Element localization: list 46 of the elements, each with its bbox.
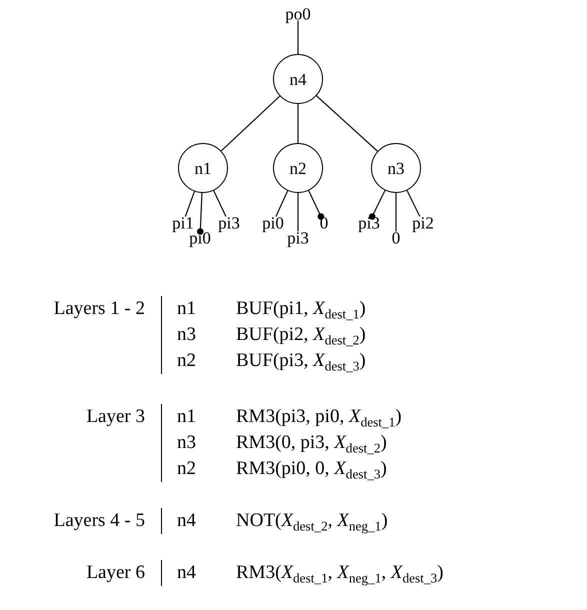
- layer-label: Layer 6: [86, 561, 145, 585]
- connector-line: [275, 190, 288, 217]
- node-name: n4: [176, 509, 197, 533]
- inverted-connector-line: [196, 192, 204, 235]
- connector-line: [406, 190, 420, 217]
- function-expression: BUF(pi3, X$_{dest_3}$): [236, 350, 366, 371]
- gate-node-circle: n4: [273, 54, 323, 104]
- inverted-connector-line: [368, 190, 386, 220]
- inverted-connector-line: [308, 190, 324, 220]
- function-expression: RM3(X$_{dest_1}$, X$_{neg_1}$, X$_{dest_3}$): [236, 562, 444, 583]
- node-name: n3: [176, 431, 197, 455]
- node-name: n1: [176, 405, 197, 429]
- signal-label: pi3: [287, 230, 309, 246]
- layer-label: Layer 3: [86, 405, 145, 429]
- signal-label: 0: [392, 230, 400, 246]
- node-name: n4: [176, 561, 197, 585]
- function-expression: BUF(pi2, X$_{dest_2}$): [236, 324, 366, 345]
- node-name: n2: [176, 457, 197, 481]
- connector-line: [297, 104, 299, 143]
- node-name: n2: [176, 349, 197, 373]
- connector-line: [297, 20, 299, 54]
- connector-line: [213, 190, 226, 217]
- connector-line: [184, 191, 195, 217]
- function-expression: RM3(pi3, pi0, X$_{dest_1}$): [236, 406, 402, 427]
- signal-label: pi3: [218, 214, 240, 232]
- connector-line: [297, 193, 299, 232]
- signal-label: pi2: [412, 214, 434, 232]
- gate-node-circle: n1: [178, 143, 228, 193]
- node-name: n3: [176, 323, 197, 347]
- signal-label: pi3: [358, 214, 380, 232]
- gate-node-circle: n2: [273, 143, 323, 193]
- signal-label: pi0: [262, 214, 284, 232]
- connector-line: [220, 96, 280, 152]
- layer-label: Layers 1 - 2: [54, 297, 145, 321]
- signal-label: po0: [285, 6, 311, 22]
- signal-label: pi0: [189, 230, 211, 246]
- signal-label: pi1: [172, 214, 194, 232]
- layer-label: Layers 4 - 5: [54, 509, 145, 533]
- gate-node-circle: n3: [371, 143, 421, 193]
- function-expression: BUF(pi1, X$_{dest_1}$): [236, 298, 366, 319]
- node-name: n1: [176, 297, 197, 321]
- function-expression: RM3(0, pi3, X$_{dest_2}$): [236, 432, 387, 453]
- function-expression: RM3(pi0, 0, X$_{dest_3}$): [236, 458, 387, 479]
- connector-line: [395, 193, 397, 232]
- connector-line: [316, 95, 378, 152]
- function-expression: NOT(X$_{dest_2}$, X$_{neg_1}$): [236, 510, 388, 531]
